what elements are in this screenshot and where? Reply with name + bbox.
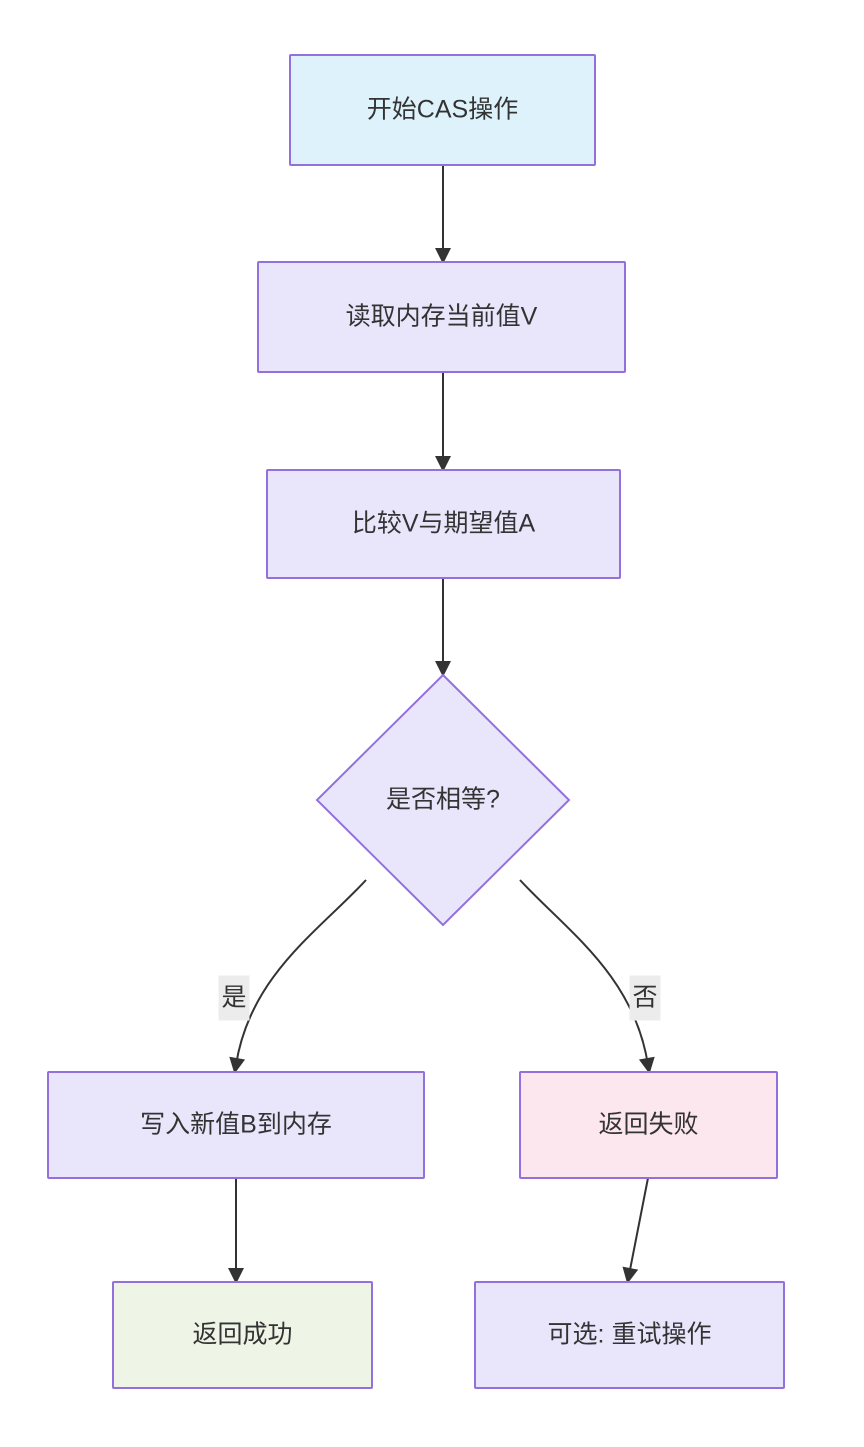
- edge-fail-to-retry: [622, 1177, 649, 1284]
- node-label: 写入新值B到内存: [140, 1111, 332, 1139]
- edge-compare-to-decide: [435, 578, 451, 677]
- edge-label-text: 否: [632, 984, 657, 1012]
- node-fail[interactable]: 返回失败: [519, 1071, 778, 1179]
- node-label: 读取内存当前值V: [346, 303, 538, 331]
- process-rect-shape: [474, 1281, 785, 1389]
- edge-write-to-success: [228, 1178, 244, 1284]
- process-rect-shape: [519, 1071, 778, 1179]
- edges-layer: [228, 165, 655, 1284]
- arrowhead-icon: [622, 1266, 639, 1284]
- edge-label-decide-to-write: 是: [218, 975, 250, 1021]
- arrowhead-icon: [228, 1268, 244, 1284]
- node-start[interactable]: 开始CAS操作: [289, 54, 596, 166]
- edge-labels-layer: 是否: [218, 975, 661, 1021]
- edge-line: [519, 879, 649, 1066]
- node-label: 是否相等?: [386, 786, 500, 814]
- node-label: 返回失败: [598, 1111, 698, 1139]
- edge-label-chip: [218, 975, 250, 1021]
- arrowhead-icon: [229, 1056, 246, 1074]
- process-rect-shape: [112, 1281, 373, 1389]
- edge-line: [628, 1177, 649, 1276]
- edge-start-to-read: [435, 165, 451, 264]
- process-rect-shape: [289, 54, 596, 166]
- node-read[interactable]: 读取内存当前值V: [257, 261, 626, 373]
- edge-label-chip: [629, 975, 661, 1021]
- arrowhead-icon: [638, 1056, 655, 1074]
- node-compare[interactable]: 比较V与期望值A: [266, 469, 621, 579]
- node-label: 可选: 重试操作: [548, 1321, 712, 1349]
- node-label: 返回成功: [192, 1321, 292, 1349]
- arrowhead-icon: [435, 661, 451, 677]
- edge-decide-to-fail: [519, 879, 655, 1074]
- edge-read-to-compare: [435, 372, 451, 472]
- arrowhead-icon: [435, 248, 451, 264]
- edge-label-text: 是: [221, 984, 246, 1012]
- edge-decide-to-write: [229, 879, 367, 1074]
- node-decide[interactable]: 是否相等?: [315, 673, 571, 927]
- node-label: 比较V与期望值A: [352, 510, 536, 538]
- edge-line: [235, 879, 367, 1066]
- edge-label-decide-to-fail: 否: [629, 975, 661, 1021]
- process-rect-shape: [266, 469, 621, 579]
- process-rect-shape: [47, 1071, 425, 1179]
- node-retry[interactable]: 可选: 重试操作: [474, 1281, 785, 1389]
- node-success[interactable]: 返回成功: [112, 1281, 373, 1389]
- node-label: 开始CAS操作: [367, 96, 518, 124]
- decision-diamond-shape: [315, 673, 571, 927]
- process-rect-shape: [257, 261, 626, 373]
- arrowhead-icon: [435, 456, 451, 472]
- node-write[interactable]: 写入新值B到内存: [47, 1071, 425, 1179]
